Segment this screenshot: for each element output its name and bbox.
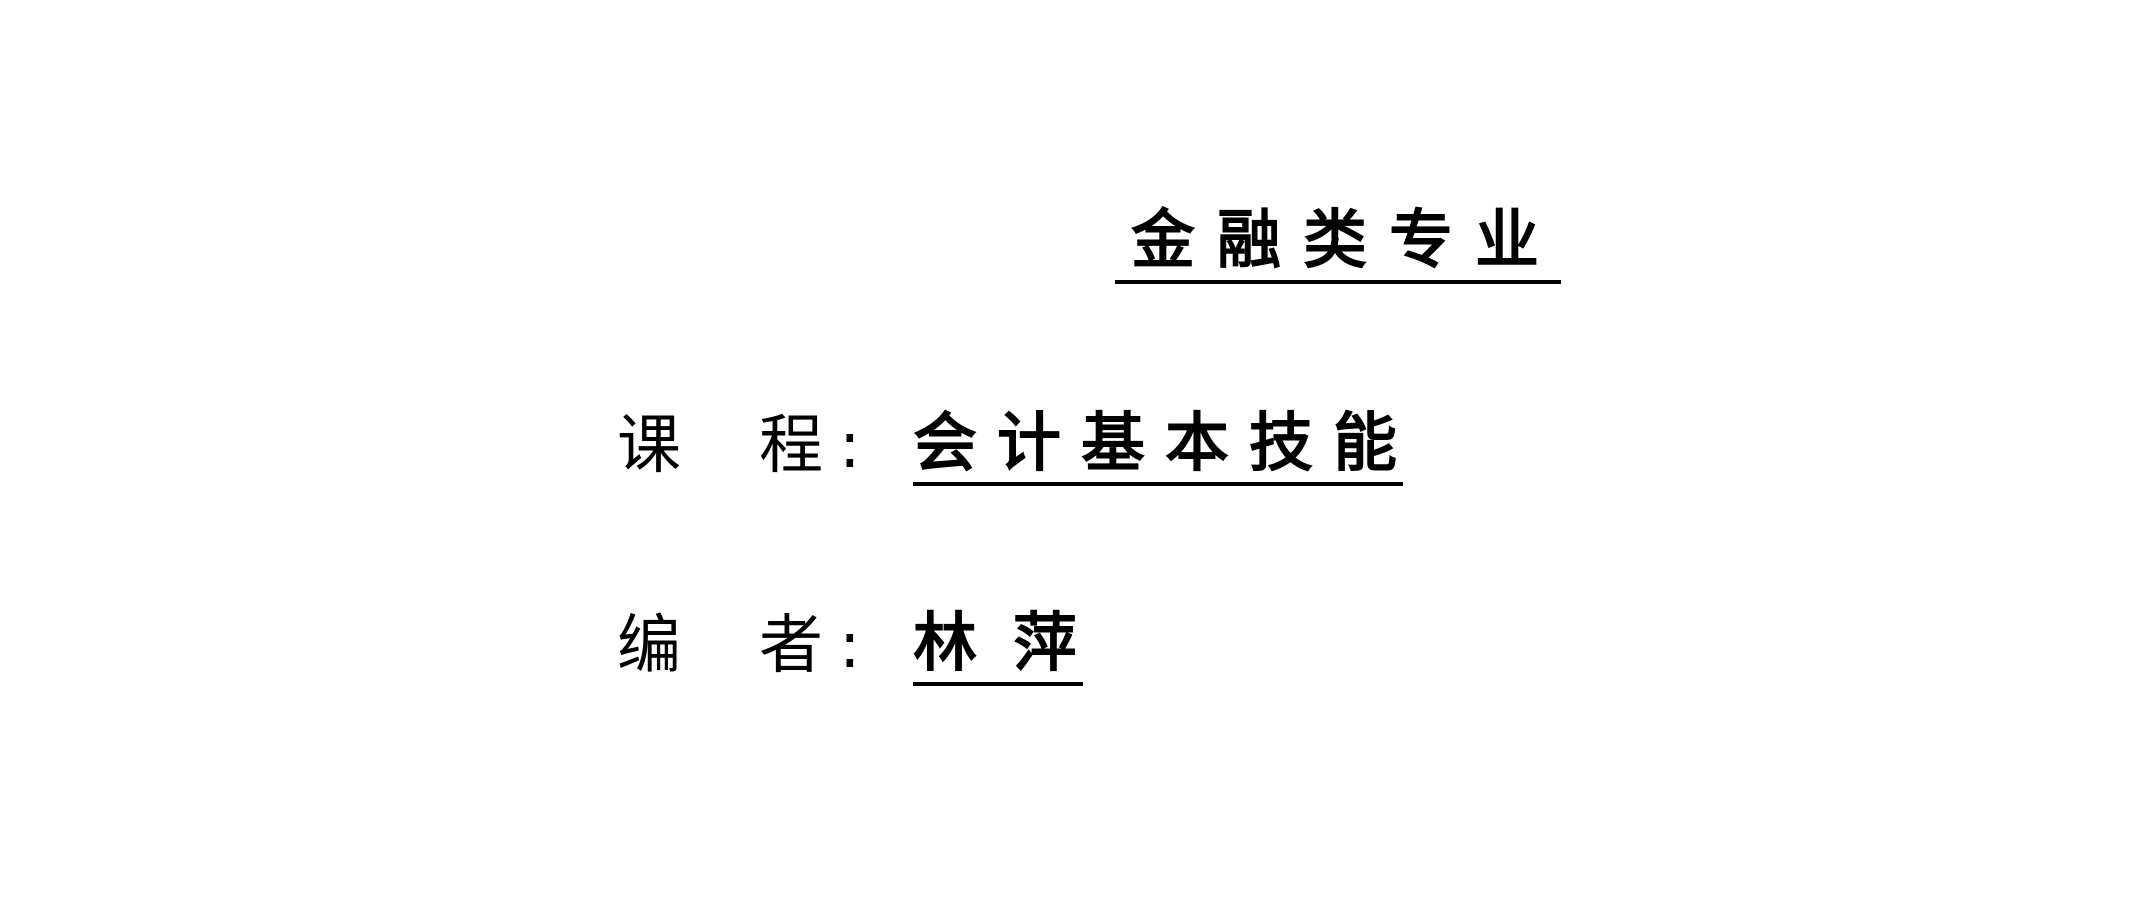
editor-label-colon: :	[839, 609, 861, 683]
editor-value: 林萍	[913, 608, 1083, 686]
major-title: 金融类专业	[1115, 208, 1561, 284]
course-label-char-2: 程	[759, 409, 823, 483]
editor-label-char-2: 者	[759, 609, 823, 683]
editor-label-char-1: 编	[617, 609, 681, 683]
course-label-char-1: 课	[617, 409, 681, 483]
course-label-colon: :	[839, 409, 861, 483]
course-value: 会计基本技能	[913, 408, 1403, 486]
